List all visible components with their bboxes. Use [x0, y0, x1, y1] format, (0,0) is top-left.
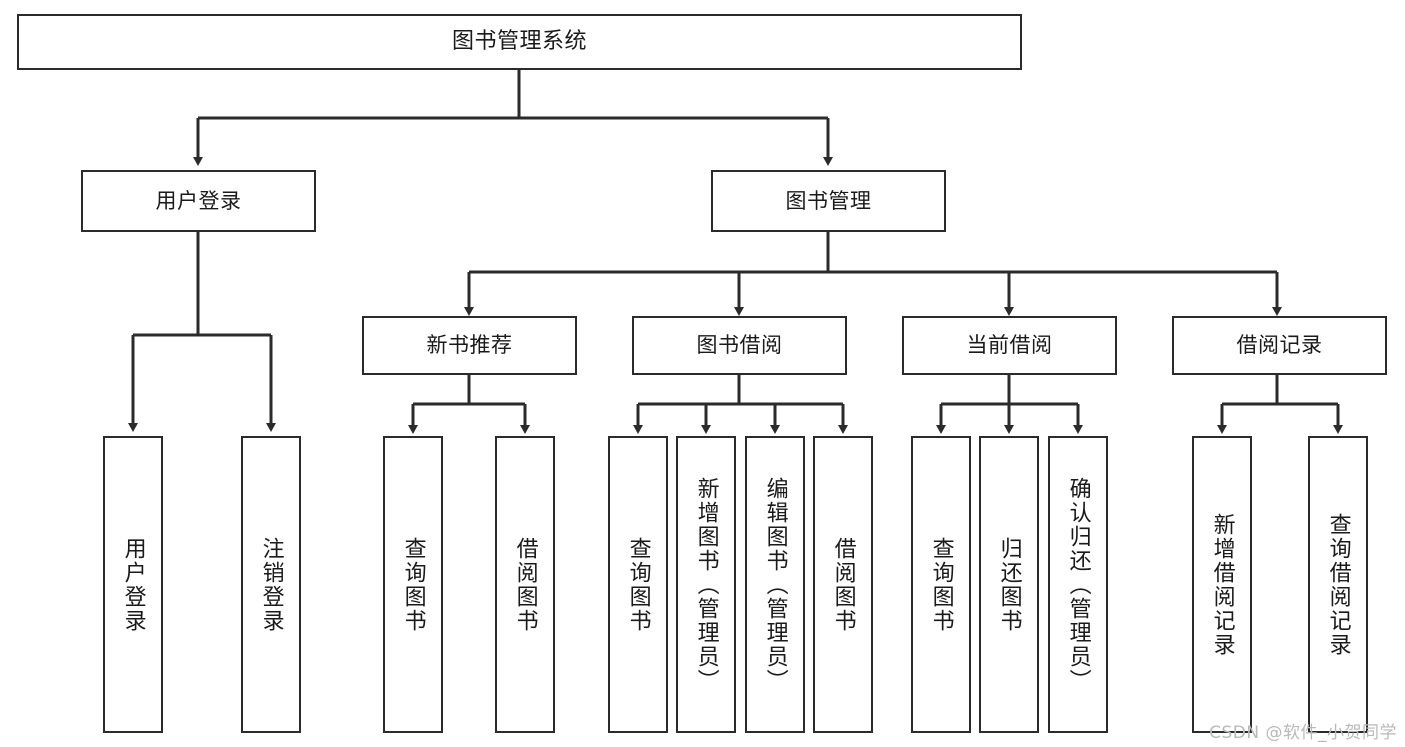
node-label: 用户登录: [120, 536, 146, 633]
edge-root-to-level2: [193, 70, 833, 166]
node-label: 新增借阅记录: [1209, 512, 1235, 657]
node-book-borrow[interactable]: 图书借阅: [632, 316, 847, 375]
node-leaf-bookborrow-add[interactable]: 新增图书（管理员）: [676, 436, 736, 733]
node-leaf-currentborrow-query[interactable]: 查询图书: [911, 436, 971, 733]
node-label: 借阅图书: [830, 536, 856, 633]
node-label: 查询借阅记录: [1325, 512, 1351, 657]
node-label: 注销登录: [258, 536, 284, 633]
node-label: 图书管理系统: [451, 29, 587, 55]
node-leaf-user-login[interactable]: 用户登录: [103, 436, 163, 733]
node-label: 用户登录: [155, 188, 242, 213]
edge-bookborrow-to-leaves: [633, 375, 848, 434]
edge-newbook-to-leaves: [408, 375, 530, 434]
node-user-login[interactable]: 用户登录: [81, 170, 316, 232]
node-leaf-currentborrow-return[interactable]: 归还图书: [979, 436, 1039, 733]
node-leaf-bookborrow-query[interactable]: 查询图书: [608, 436, 668, 733]
node-leaf-newbook-borrow[interactable]: 借阅图书: [495, 436, 555, 733]
node-new-book-recommend[interactable]: 新书推荐: [362, 316, 577, 375]
node-leaf-borrowrecord-query[interactable]: 查询借阅记录: [1308, 436, 1368, 733]
node-book-manage[interactable]: 图书管理: [711, 170, 946, 232]
node-label: 确认归还（管理员）: [1065, 476, 1091, 693]
node-leaf-user-logout[interactable]: 注销登录: [241, 436, 301, 733]
edge-currentborrow-to-leaves: [936, 375, 1083, 434]
watermark-text: CSDN @软件_小贺同学: [1209, 723, 1397, 743]
node-label: 查询图书: [400, 536, 426, 633]
node-label: 图书管理: [785, 188, 872, 213]
node-label: 当前借阅: [966, 333, 1053, 358]
node-label: 查询图书: [625, 536, 651, 633]
node-label: 查询图书: [928, 536, 954, 633]
edge-bookmanage-to-level3: [464, 232, 1282, 316]
node-label: 图书借阅: [696, 333, 783, 358]
node-label: 新增图书（管理员）: [693, 476, 719, 693]
node-root-system[interactable]: 图书管理系统: [17, 14, 1022, 70]
node-label: 编辑图书（管理员）: [762, 476, 788, 693]
node-label: 借阅记录: [1236, 333, 1323, 358]
edge-userlogin-to-leaves: [128, 232, 276, 432]
node-borrow-record[interactable]: 借阅记录: [1172, 316, 1387, 375]
node-leaf-newbook-query[interactable]: 查询图书: [383, 436, 443, 733]
edge-borrowrecord-to-leaves: [1217, 375, 1343, 434]
node-leaf-currentborrow-confirm[interactable]: 确认归还（管理员）: [1048, 436, 1108, 733]
node-leaf-bookborrow-borrow[interactable]: 借阅图书: [813, 436, 873, 733]
node-label: 借阅图书: [512, 536, 538, 633]
node-current-borrow[interactable]: 当前借阅: [902, 316, 1117, 375]
node-leaf-borrowrecord-add[interactable]: 新增借阅记录: [1192, 436, 1252, 733]
node-label: 归还图书: [996, 536, 1022, 633]
node-leaf-bookborrow-edit[interactable]: 编辑图书（管理员）: [745, 436, 805, 733]
node-label: 新书推荐: [426, 333, 513, 358]
